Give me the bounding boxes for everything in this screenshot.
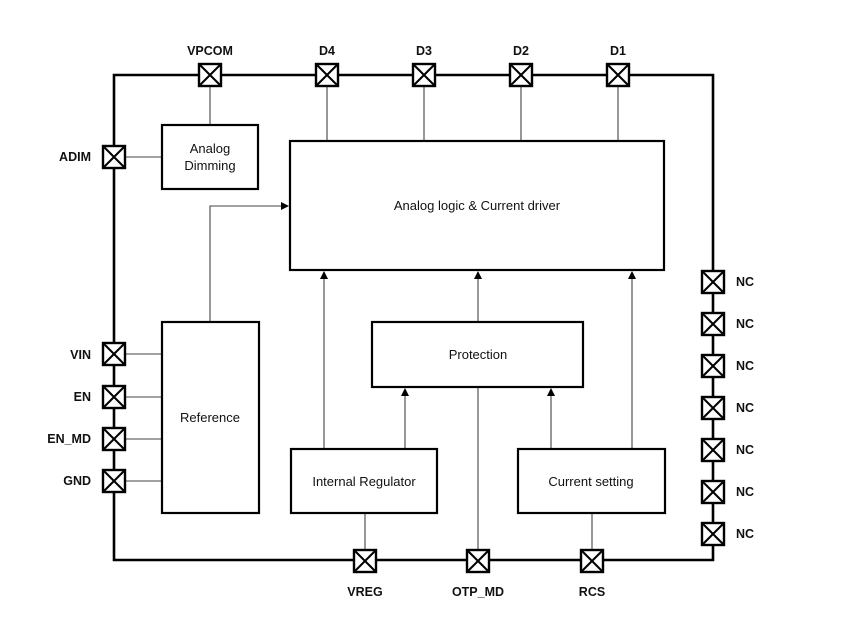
pin-pad-nc	[700, 269, 726, 295]
block-label: Dimming	[184, 158, 235, 173]
pin-label-nc: NC	[736, 485, 754, 499]
pin-label-vin: VIN	[70, 348, 91, 362]
pin-label-d4: D4	[319, 44, 335, 58]
pin-label-nc: NC	[736, 317, 754, 331]
pin-pad-nc	[700, 437, 726, 463]
pin-pad-vpcom	[197, 62, 223, 88]
pin-label-adim: ADIM	[59, 150, 91, 164]
pin-pad-nc	[700, 479, 726, 505]
block-internal-regulator: Internal Regulator	[289, 447, 439, 515]
pin-pad-nc	[700, 521, 726, 547]
pin-label-d1: D1	[610, 44, 626, 58]
pin-labels-left: ADIM VIN EN EN_MD GND	[47, 150, 91, 488]
block-label: Current setting	[548, 474, 633, 489]
block-label: Reference	[180, 410, 240, 425]
pin-label-vpcom: VPCOM	[187, 44, 233, 58]
pin-pad-en-md	[101, 426, 127, 452]
pin-label-gnd: GND	[63, 474, 91, 488]
pin-pad-vreg	[352, 548, 378, 574]
pin-pad-otp-md	[465, 548, 491, 574]
block-reference: Reference	[160, 320, 261, 515]
pin-label-en-md: EN_MD	[47, 432, 91, 446]
block-analog-dimming: Analog Dimming	[160, 123, 260, 191]
block-label: Analog logic & Current driver	[394, 198, 561, 213]
pin-label-d3: D3	[416, 44, 432, 58]
pin-pad-nc	[700, 353, 726, 379]
pin-label-nc: NC	[736, 527, 754, 541]
pin-pad-adim	[101, 144, 127, 170]
pin-label-nc: NC	[736, 359, 754, 373]
pin-pad-rcs	[579, 548, 605, 574]
pin-label-en: EN	[74, 390, 91, 404]
pin-label-nc: NC	[736, 275, 754, 289]
block-current-setting: Current setting	[516, 447, 667, 515]
pin-pad-d3	[411, 62, 437, 88]
pin-pad-d2	[508, 62, 534, 88]
block-label: Protection	[449, 347, 508, 362]
pin-label-rcs: RCS	[579, 585, 605, 599]
pin-label-d2: D2	[513, 44, 529, 58]
pin-label-nc: NC	[736, 443, 754, 457]
pin-label-vreg: VREG	[347, 585, 382, 599]
block-protection: Protection	[370, 320, 585, 389]
pin-pad-nc	[700, 311, 726, 337]
pin-labels-bottom: VREG OTP_MD RCS	[347, 585, 605, 599]
pin-pad-d1	[605, 62, 631, 88]
pin-pad-vin	[101, 341, 127, 367]
pin-pad-gnd	[101, 468, 127, 494]
pin-pad-nc	[700, 395, 726, 421]
arrow-reference-main	[209, 202, 289, 322]
pin-label-otp-md: OTP_MD	[452, 585, 504, 599]
pin-pad-d4	[314, 62, 340, 88]
pin-pad-en	[101, 384, 127, 410]
block-label: Analog	[190, 141, 230, 156]
pin-label-nc: NC	[736, 401, 754, 415]
block-label: Internal Regulator	[312, 474, 416, 489]
pin-labels-right: NC NC NC NC NC NC NC	[736, 275, 754, 541]
pin-labels-top: VPCOM D4 D3 D2 D1	[187, 44, 626, 58]
block-main-driver: Analog logic & Current driver	[288, 139, 666, 272]
